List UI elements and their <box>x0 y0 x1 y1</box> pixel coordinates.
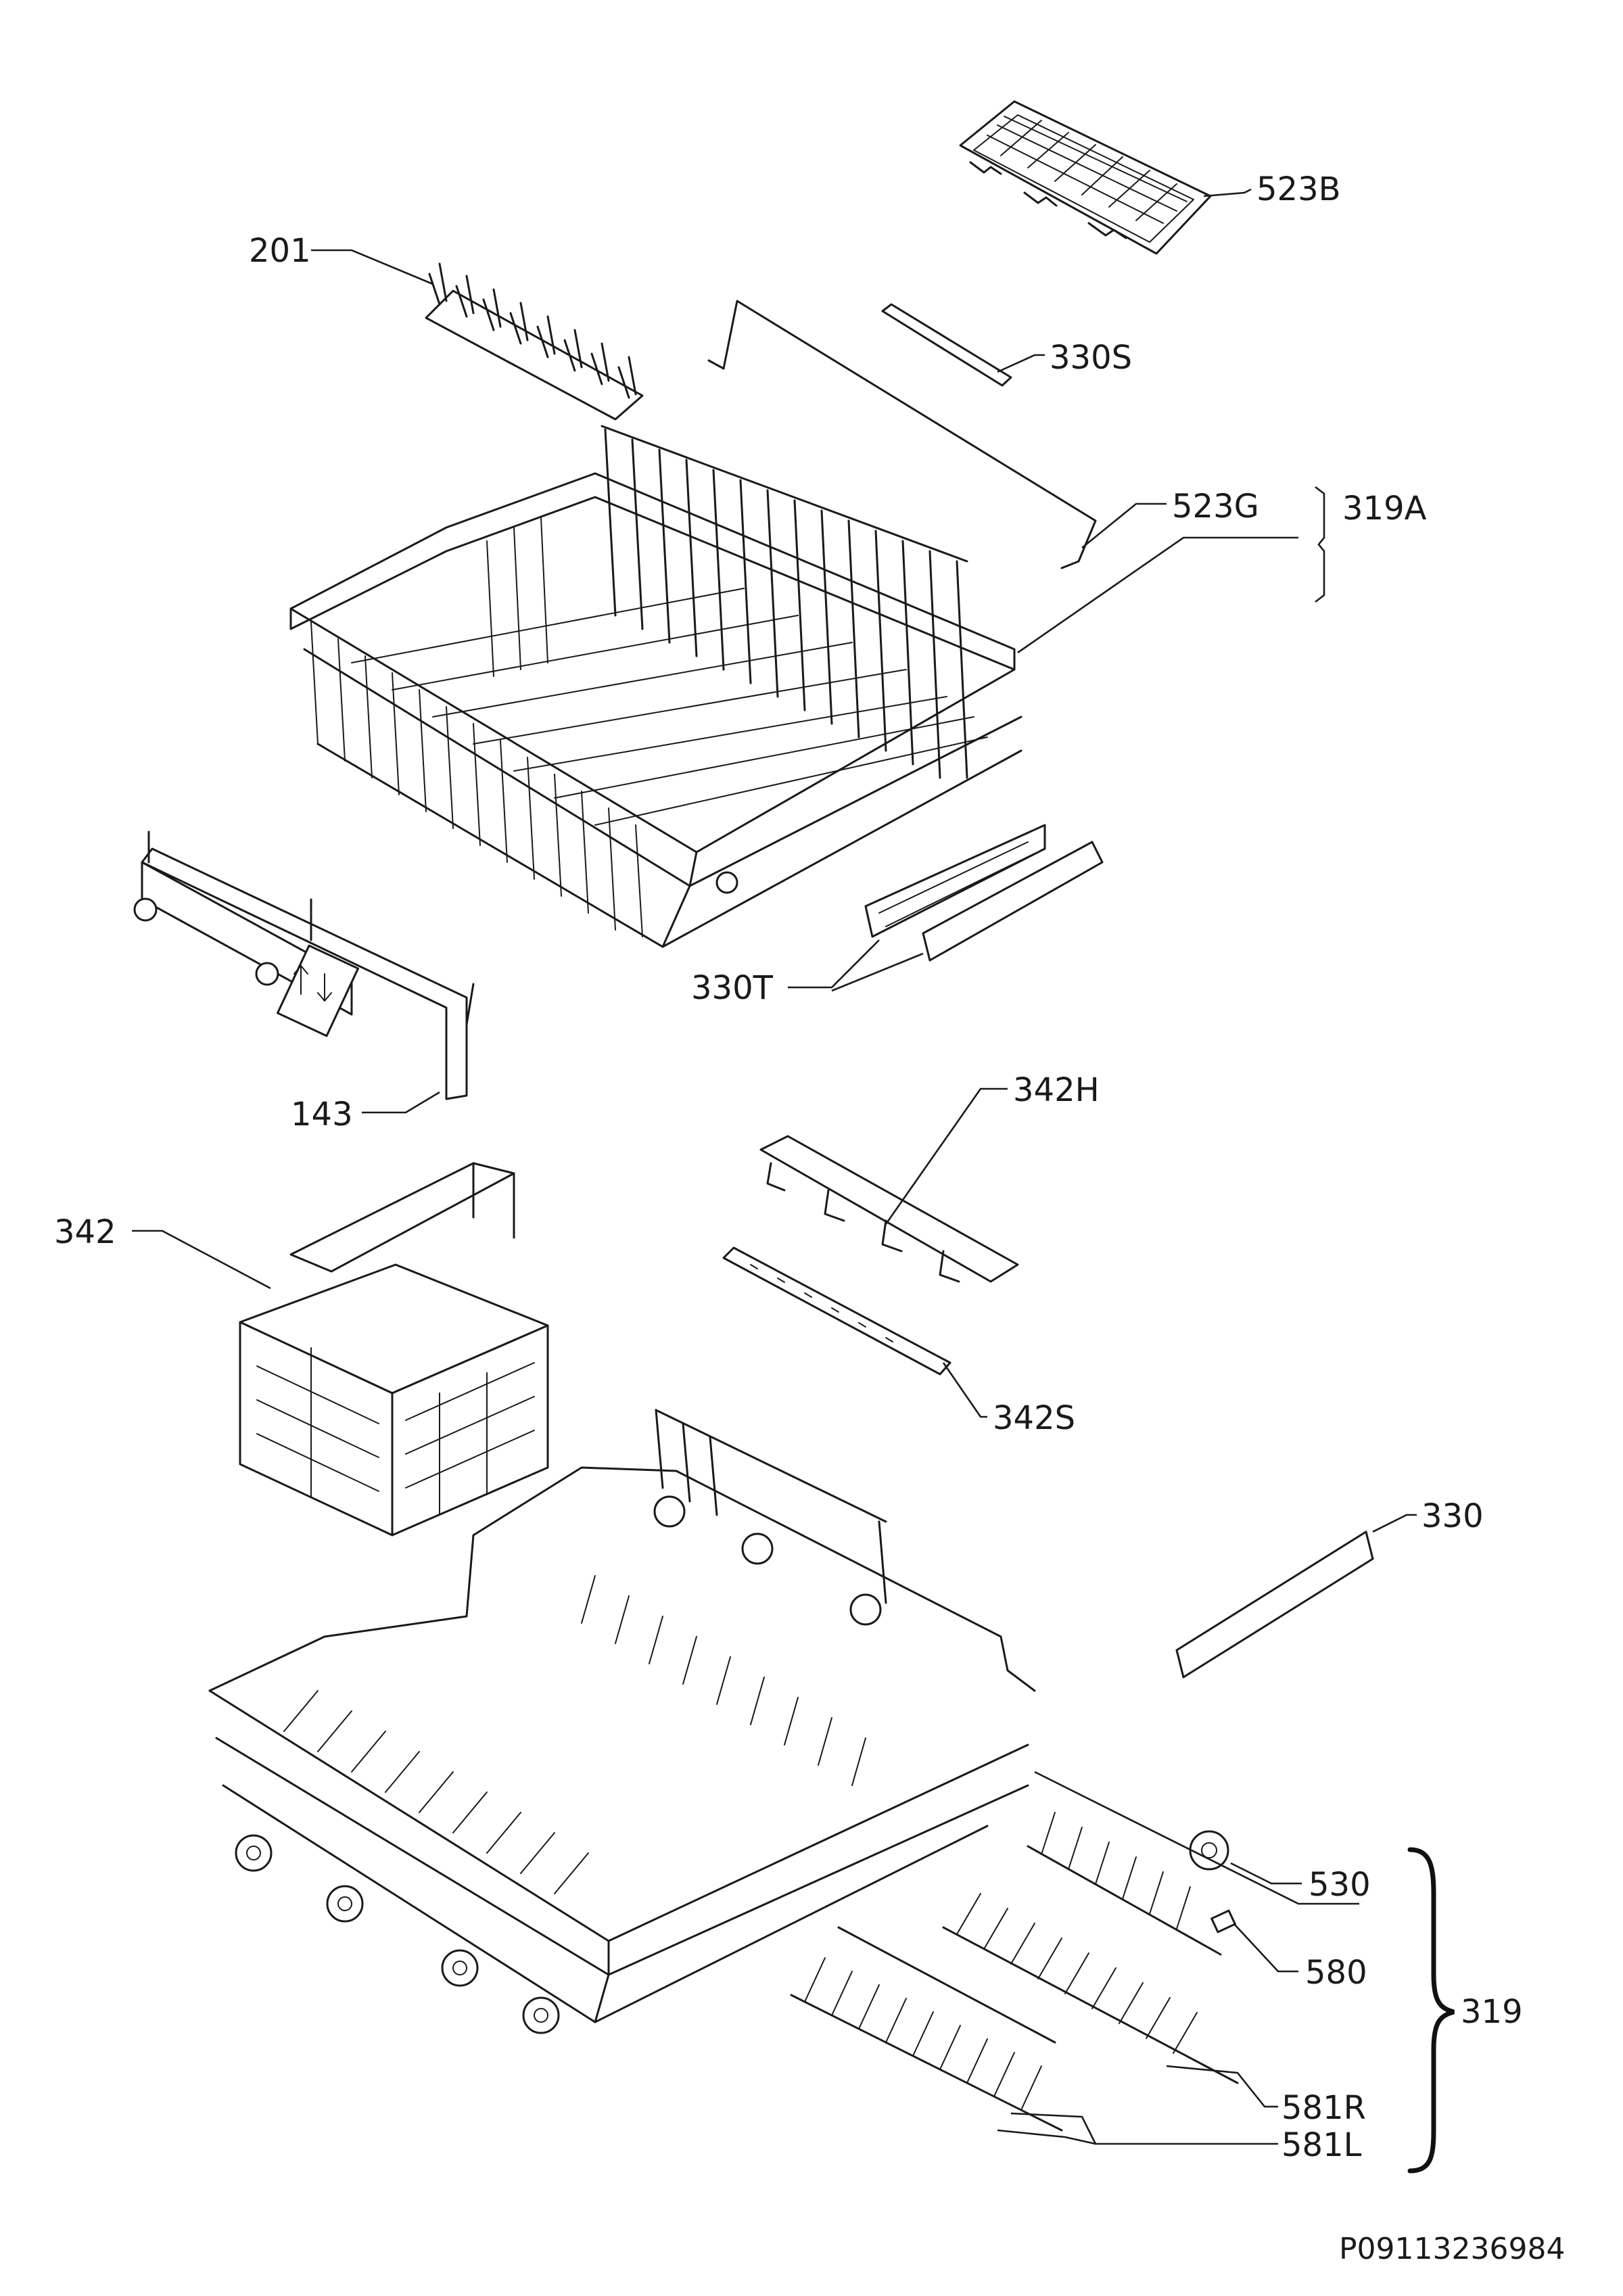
part-581L-tine-rack <box>790 1926 1063 2132</box>
part-530-wheel <box>1189 1830 1229 1871</box>
part-342-cutlery-basket <box>239 1162 549 1537</box>
label-330S: 330S <box>1050 339 1132 377</box>
part-523B-cup-tray <box>959 100 1212 255</box>
label-342H: 342H <box>1013 1071 1100 1109</box>
part-342H-holder <box>759 1135 1019 1283</box>
label-319A: 319A <box>1342 490 1427 528</box>
lower-basket <box>208 1409 1036 2034</box>
label-581R: 581R <box>1281 2089 1366 2127</box>
leader-lines <box>132 188 1417 2145</box>
part-580-clip <box>1210 1909 1236 1934</box>
part-330-rail <box>1175 1530 1374 1679</box>
part-523G-wire-bar <box>707 300 1097 569</box>
label-523G: 523G <box>1172 488 1259 525</box>
drawing-number: P09113236984 <box>1339 2232 1565 2266</box>
label-143: 143 <box>291 1096 353 1133</box>
label-201: 201 <box>249 232 311 270</box>
part-330T-rail <box>864 824 1104 962</box>
part-581R-tine-rack <box>942 1812 1239 2084</box>
label-319: 319 <box>1461 1993 1523 2031</box>
part-330S-rail <box>881 303 1012 387</box>
label-581L: 581L <box>1281 2126 1362 2164</box>
brace-319 <box>1407 1847 1455 2174</box>
label-342S: 342S <box>993 1399 1075 1437</box>
label-342: 342 <box>54 1213 116 1251</box>
label-330: 330 <box>1421 1497 1484 1535</box>
part-143-height-adjuster <box>133 830 475 1100</box>
labels: 523B 201 330S 523G 319A 330T 143 342H 34… <box>54 170 1565 2266</box>
part-201-comb-insert <box>425 262 644 421</box>
label-330T: 330T <box>691 969 774 1007</box>
label-580: 580 <box>1305 1954 1367 1992</box>
label-530: 530 <box>1309 1866 1371 1904</box>
part-319A-upper-basket <box>289 425 1022 948</box>
label-523B: 523B <box>1256 170 1341 208</box>
part-342S-strip <box>722 1246 951 1376</box>
